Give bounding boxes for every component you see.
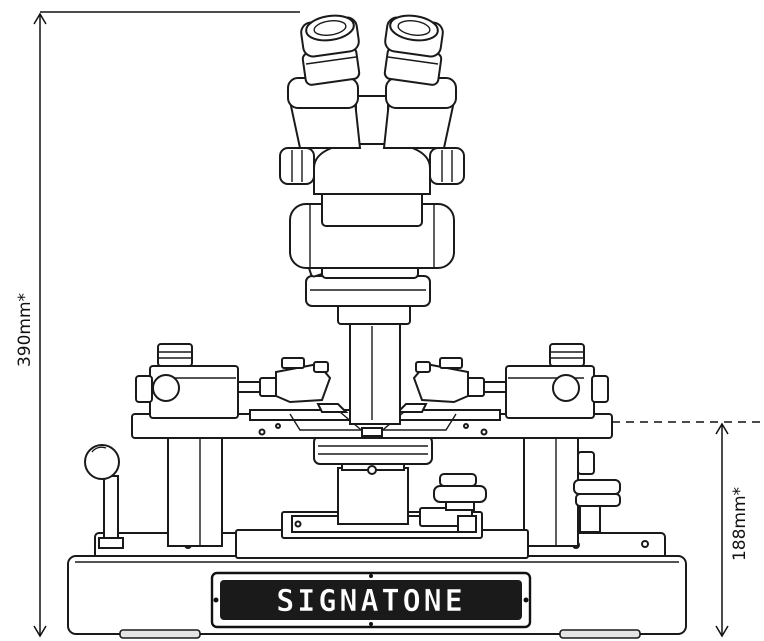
dimension-label-platen: 188mm* [730,487,750,561]
left-micropositioner [135,343,349,419]
left-eyepiece [300,14,361,86]
binocular-housing [286,77,458,149]
dimension-total-height: 390mm* [15,11,300,638]
right-side-knob [573,451,621,533]
microscope-head [279,140,465,195]
logo-plate: SIGNATONE [210,571,532,629]
right-micropositioner [395,343,609,419]
right-eyepiece [383,14,444,86]
brand-logo-text: SIGNATONE [276,584,466,619]
dimension-label-total: 390mm* [15,293,35,367]
microscope-zoom-body [289,189,455,307]
platen-columns [167,437,579,547]
dimension-platen-height: 188mm* [612,421,764,638]
chuck-stage [235,435,529,559]
microscope-objective-column [337,303,411,425]
stage-lever [84,444,124,549]
